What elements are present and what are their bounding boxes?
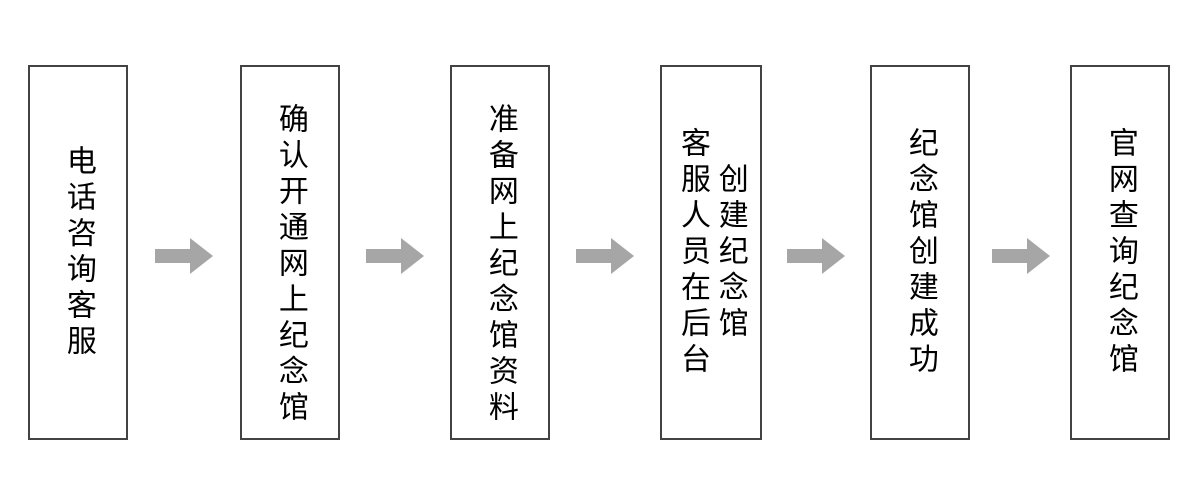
arrow-right-icon <box>576 238 634 274</box>
flow-arrow-5 <box>992 236 1050 276</box>
process-node-2-label: 确认开通网上纪念馆 <box>272 102 308 427</box>
flow-arrow-4 <box>787 236 845 276</box>
process-node-2[interactable]: 确认开通网上纪念馆 <box>240 65 340 440</box>
process-node-6-label: 官网查询纪念馆 <box>1102 126 1138 379</box>
arrow-right-icon <box>787 238 845 274</box>
process-node-1-label: 电话咨询客服 <box>60 144 96 361</box>
process-node-6[interactable]: 官网查询纪念馆 <box>1070 65 1170 440</box>
arrow-right-icon <box>366 238 424 274</box>
process-node-4-label: 客服人员在后台创建纪念馆 <box>675 126 748 379</box>
arrow-right-icon <box>992 238 1050 274</box>
flow-arrow-2 <box>366 236 424 276</box>
flow-arrow-1 <box>155 236 213 276</box>
process-node-5-label: 纪念馆创建成功 <box>902 126 938 379</box>
process-node-4[interactable]: 客服人员在后台创建纪念馆 <box>660 65 762 440</box>
process-node-3[interactable]: 准备网上纪念馆资料 <box>450 65 550 440</box>
process-node-5[interactable]: 纪念馆创建成功 <box>870 65 970 440</box>
arrow-right-icon <box>155 238 213 274</box>
process-node-1[interactable]: 电话咨询客服 <box>28 65 128 440</box>
process-node-3-label: 准备网上纪念馆资料 <box>482 102 518 427</box>
flow-arrow-3 <box>576 236 634 276</box>
